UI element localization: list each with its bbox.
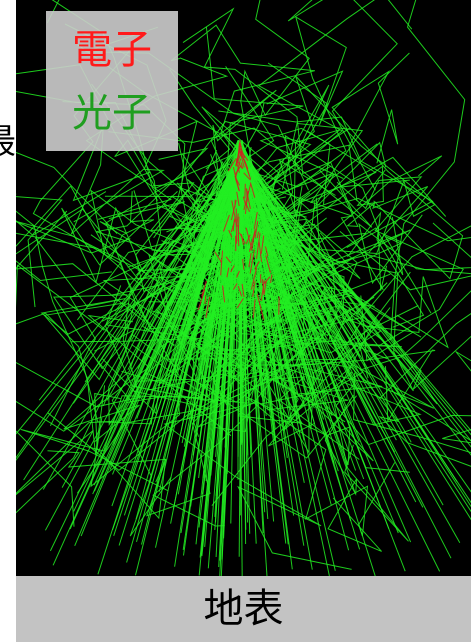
legend: 電子 光子 [46,11,178,151]
legend-photon-label: 光子 [72,90,152,136]
ground-surface-label: 地表 [203,586,284,632]
legend-electron-label: 電子 [72,27,152,73]
ground-surface: 地表 [16,576,471,642]
cropped-side-caption: 最 [0,120,16,180]
electron-tracks [197,140,280,320]
cropped-side-caption-text: 最 [0,120,16,164]
shower-tracks-canvas [16,0,471,576]
particle-shower-simulation: 電子 光子 [16,0,471,576]
